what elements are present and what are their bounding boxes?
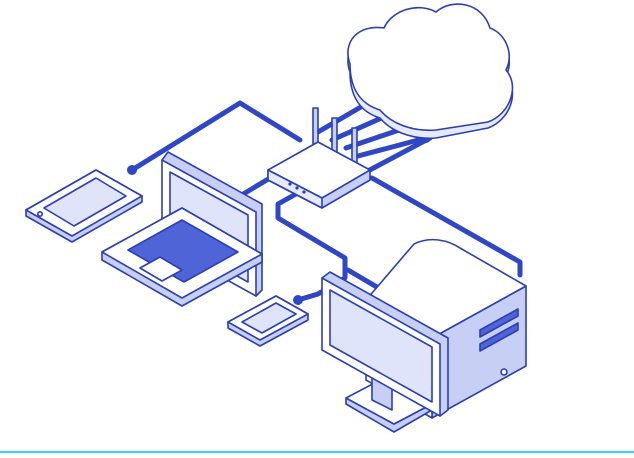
cable-router-to-cloud-1 — [315, 101, 369, 135]
cable-router-to-tablet — [129, 100, 303, 173]
cable-router-to-server — [369, 175, 523, 278]
server-power-button — [500, 368, 508, 376]
cable-end-dot — [293, 295, 303, 305]
laptop-icon — [101, 151, 263, 307]
server-drive-bay — [479, 308, 519, 338]
desktop-monitor-icon — [321, 271, 449, 433]
laptop-trackpad — [139, 256, 183, 282]
cable-group — [129, 100, 523, 303]
router-led — [288, 182, 292, 186]
cable-router-to-cloud-5 — [363, 135, 433, 175]
tablet-icon — [25, 169, 143, 243]
smartphone-icon — [227, 295, 309, 347]
tablet-home-button — [36, 211, 43, 218]
router-led — [302, 190, 306, 194]
cable-router-to-monitor — [275, 191, 348, 303]
cable-router-to-cloud-2 — [329, 113, 389, 143]
router-led — [295, 186, 299, 190]
wifi-router-icon — [267, 107, 371, 209]
cloud-icon — [347, 3, 514, 140]
server-drive-bay — [479, 322, 519, 352]
cable-router-to-cloud-4 — [355, 135, 429, 159]
cable-end-dot — [127, 165, 137, 175]
